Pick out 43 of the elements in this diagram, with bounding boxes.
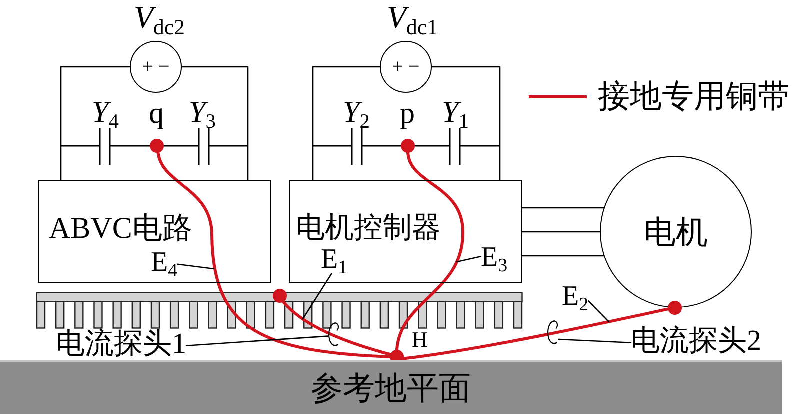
wire: [312, 66, 381, 181]
point-label: H: [412, 329, 428, 351]
wire: [181, 66, 249, 181]
point-label: q: [149, 99, 164, 129]
strap-label: E$_{2}$: [562, 283, 589, 311]
capacitor-label: Y$_{2}$: [343, 98, 370, 128]
strap-label: E$_{3}$: [481, 244, 508, 272]
legend-label: 接地专用铜带: [598, 80, 790, 112]
copper-strap: [396, 152, 464, 352]
capacitor-label: Y$_{4}$: [92, 98, 119, 128]
wire: [60, 66, 131, 181]
copper-strap: [156, 151, 392, 358]
block-label: ABVC电路: [49, 214, 192, 244]
polarity-signs: + −: [142, 57, 170, 77]
leader-line: [302, 273, 332, 320]
probe-label: 电流探头2: [631, 327, 762, 356]
strap-label: E$_{1}$: [321, 246, 348, 274]
voltage-label: V$_{dc1}$: [387, 1, 438, 33]
wire: [521, 207, 605, 209]
block-label: 电机控制器: [296, 214, 441, 243]
current-probe-icon: [328, 322, 340, 348]
ground-plane: 参考地平面: [0, 360, 782, 414]
strap-label: E$_{4}$: [151, 249, 178, 277]
wire: [521, 255, 605, 257]
leader-line: [186, 336, 329, 347]
leader-line: [176, 264, 215, 270]
junction-dot-icon: [668, 301, 682, 315]
controller-block: [289, 180, 522, 283]
wire: [431, 66, 501, 181]
voltage-label: V$_{dc2}$: [134, 1, 185, 33]
copper-strap: [402, 308, 670, 360]
junction-dot-icon: [273, 289, 287, 303]
circuit-block: [38, 180, 271, 283]
leader-line: [456, 256, 482, 263]
probe-label: 电流探头1: [56, 330, 186, 359]
capacitor-label: Y$_{3}$: [189, 98, 216, 128]
wire: [521, 231, 601, 233]
current-probe-icon: [547, 320, 559, 346]
leader-line: [588, 300, 610, 323]
capacitor-label: Y$_{1}$: [442, 98, 469, 128]
polarity-signs: + −: [392, 57, 420, 77]
point-label: p: [400, 99, 415, 129]
leader-line: [558, 338, 632, 344]
